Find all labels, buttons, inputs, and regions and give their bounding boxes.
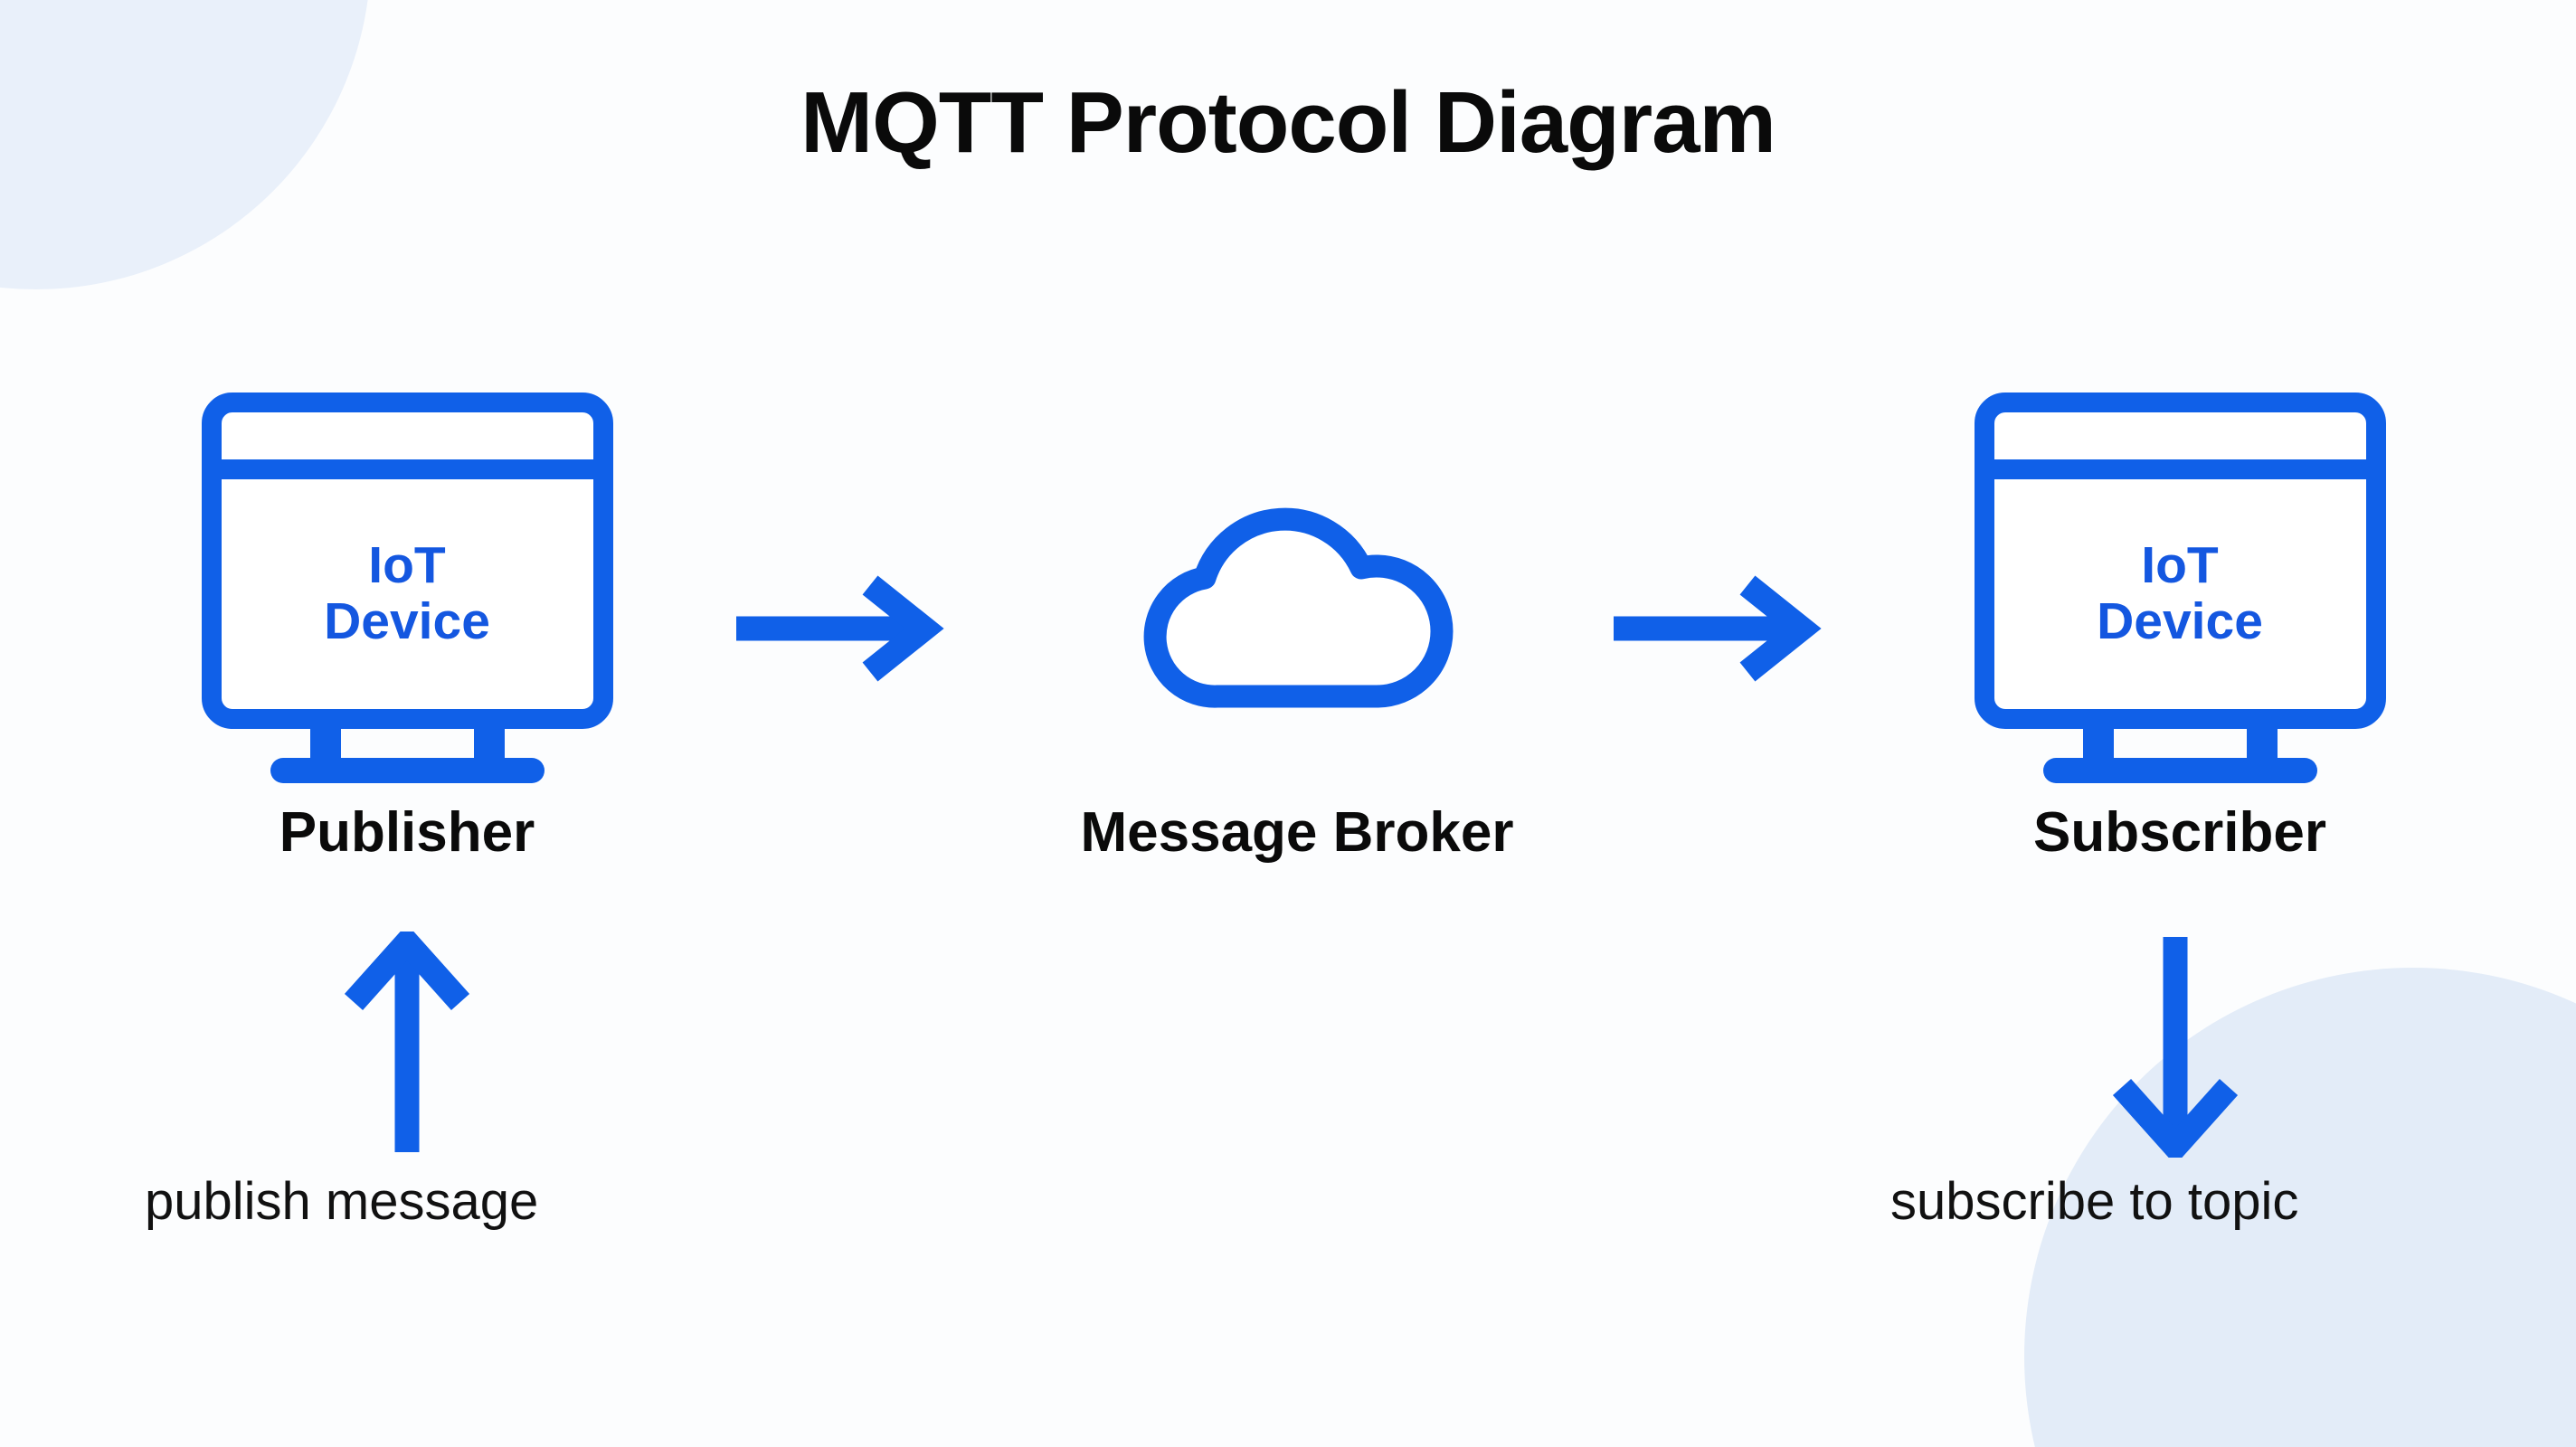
monitor-stand-leg-left	[2082, 729, 2114, 761]
subscribe-to-topic-caption: subscribe to topic	[1890, 1172, 2299, 1231]
monitor-frame	[1974, 392, 2386, 729]
monitor-stand-leg-right	[2246, 729, 2278, 761]
device-label-line2: Device	[324, 592, 490, 650]
subscriber-icon-wrap: IoT Device	[1899, 380, 2460, 796]
publisher-label: Publisher	[279, 801, 535, 864]
node-broker: Message Broker	[1017, 380, 1577, 861]
monitor-titlebar	[221, 459, 593, 479]
monitor-stand-leg-left	[309, 729, 341, 761]
subscriber-label: Subscriber	[2033, 801, 2326, 864]
cloud-icon	[1143, 507, 1454, 708]
monitor-icon: IoT Device	[1974, 392, 2386, 783]
monitor-stand-base	[2042, 758, 2317, 783]
monitor-screen-label: IoT Device	[222, 479, 593, 709]
arrow-up-icon	[344, 932, 470, 1152]
monitor-stand-base	[270, 758, 545, 783]
arrow-right-icon	[736, 575, 944, 682]
broker-label: Message Broker	[1080, 801, 1514, 864]
monitor-titlebar	[1994, 459, 2366, 479]
page-title: MQTT Protocol Diagram	[800, 74, 1776, 171]
publish-message-caption: publish message	[145, 1172, 539, 1231]
monitor-screen-label: IoT Device	[1994, 479, 2366, 709]
device-label-line2: Device	[2097, 592, 2263, 650]
node-publisher: IoT Device Publisher	[127, 380, 687, 861]
arrow-right-icon	[1614, 575, 1822, 682]
publisher-icon-wrap: IoT Device	[127, 380, 687, 796]
device-label-line1: IoT	[2141, 536, 2219, 595]
node-subscriber: IoT Device Subscriber	[1899, 380, 2460, 861]
monitor-stand-leg-right	[473, 729, 505, 761]
monitor-icon: IoT Device	[201, 392, 613, 783]
arrow-down-icon	[2112, 937, 2239, 1158]
device-label-line1: IoT	[368, 536, 446, 595]
monitor-frame	[201, 392, 613, 729]
broker-icon-wrap	[1017, 380, 1577, 796]
